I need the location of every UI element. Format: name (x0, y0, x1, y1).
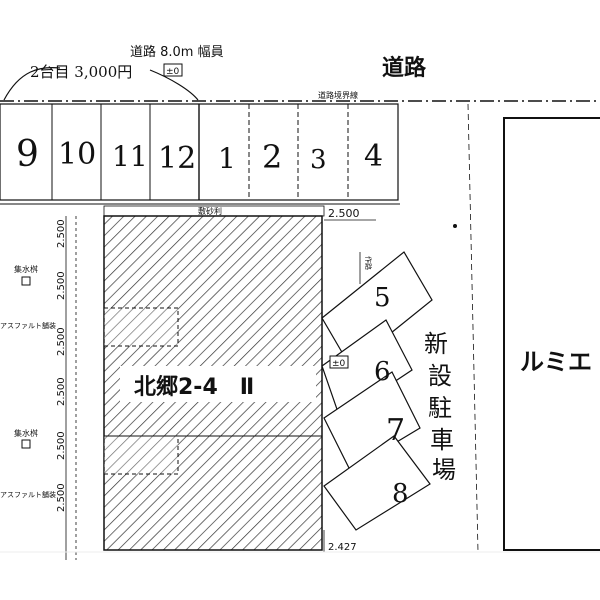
survey-point (453, 224, 457, 228)
drain-label-1: 集水桝 (14, 264, 38, 274)
boundary-label: 道路境界線 (318, 90, 358, 100)
side-dim-5: 2.500 (56, 431, 67, 460)
parking-space-12: 12 (158, 141, 196, 176)
dim-2500: 2.500 (328, 207, 360, 220)
building-inner-box-2 (103, 435, 179, 475)
building-inner-box-1 (103, 307, 179, 347)
parking-space-11: 11 (112, 140, 148, 173)
gravel-label: 敷砂利 (198, 206, 222, 216)
asphalt-label-2: アスファルト舗装 (0, 490, 56, 499)
property-line-right (467, 103, 479, 553)
road-width-label: 道路 8.0m 幅員 (130, 44, 224, 60)
side-dim-1: 2.500 (56, 219, 67, 248)
level-mark-top-box (163, 63, 183, 77)
asphalt-label-1: アスファルト舗装 (0, 321, 56, 330)
drain-mark-2 (21, 439, 31, 449)
side-dim-2: 2.500 (56, 271, 67, 300)
parking-space-1: 1 (218, 142, 236, 175)
side-dim-3: 2.500 (56, 327, 67, 356)
parking-dividers (51, 104, 399, 200)
parking-space-2: 2 (262, 138, 282, 176)
building-name-bg (120, 366, 316, 402)
note-char-4: 車 (430, 426, 454, 454)
building-name: 北郷2-4 Ⅱ (134, 375, 254, 400)
note-char-2: 設 (428, 362, 452, 390)
new-space-8: 8 (392, 479, 409, 509)
angled-parking (321, 251, 433, 531)
neighbor-label: ルミエ (520, 348, 592, 376)
parking-space-3: 3 (310, 145, 327, 175)
parking-space-10: 10 (58, 137, 96, 172)
side-small-label: 作路 (364, 256, 373, 270)
bottom-dim: 2.427 (328, 542, 357, 553)
road-label: 道路 (382, 55, 427, 81)
level-mark-box (329, 355, 349, 369)
new-space-7: 7 (386, 413, 405, 448)
price-note: 2台目 3,000円 (30, 63, 132, 81)
neighbor-building (503, 117, 600, 551)
parking-space-4: 4 (364, 139, 383, 174)
note-char-5: 場 (432, 456, 456, 484)
parking-space-9: 9 (16, 134, 39, 175)
drain-mark-1 (21, 276, 31, 286)
level-mark-top: ±0 (166, 67, 180, 77)
new-space-6: 6 (374, 357, 391, 387)
side-dim-6: 2.500 (56, 483, 67, 512)
level-mark: ±0 (332, 359, 346, 369)
side-dim-4: 2.500 (56, 377, 67, 406)
handwritten-arrow (3, 66, 199, 101)
note-char-1: 新 (424, 330, 448, 358)
drain-label-2: 集水桝 (14, 428, 38, 438)
new-space-5: 5 (374, 283, 391, 313)
note-char-3: 駐 (428, 394, 452, 422)
